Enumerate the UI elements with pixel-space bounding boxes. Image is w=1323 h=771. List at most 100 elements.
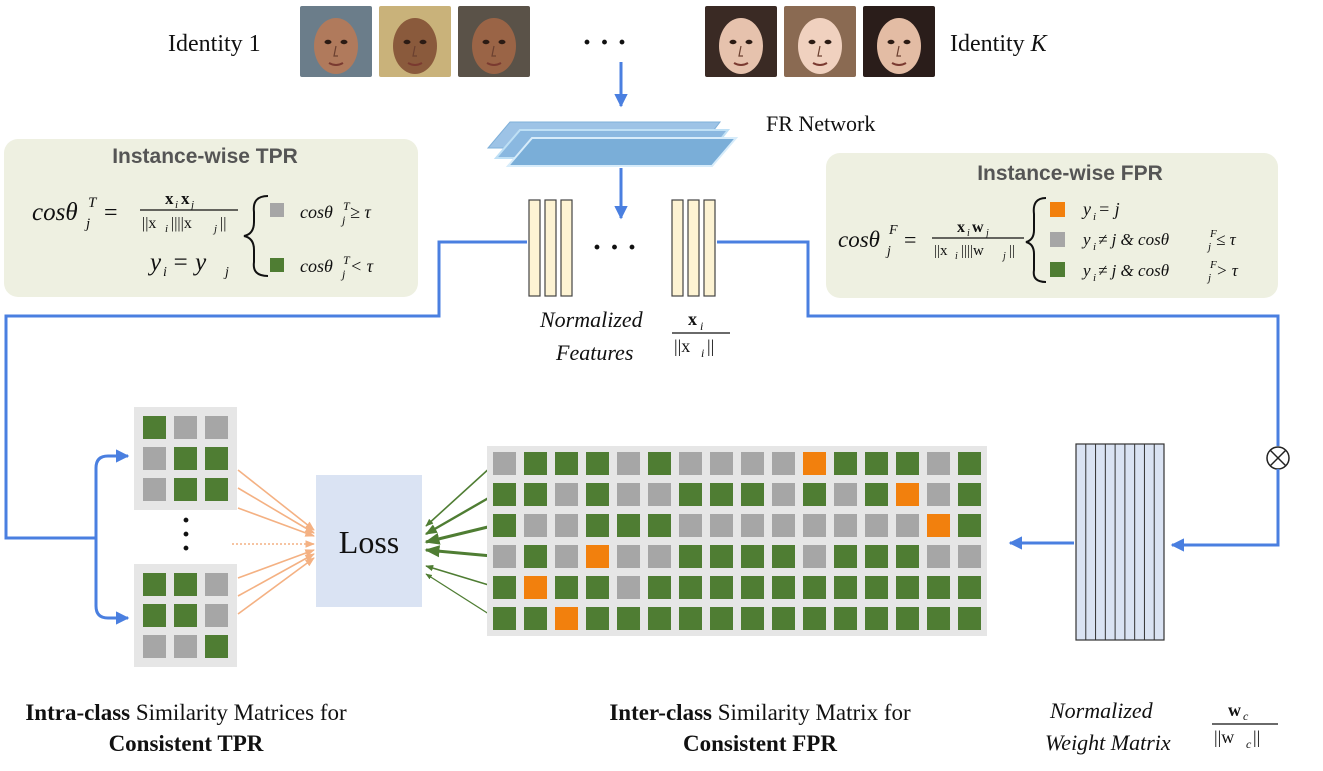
svg-text:j: j xyxy=(1206,241,1211,253)
matrix-cell xyxy=(174,478,197,501)
tpr-panel-title: Instance-wise TPR xyxy=(112,145,298,168)
matrix-cell xyxy=(555,452,578,475)
matrix-cell xyxy=(710,545,733,568)
matrix-cell xyxy=(617,576,640,599)
svg-text:≥ τ: ≥ τ xyxy=(350,202,371,222)
matrix-cell xyxy=(834,576,857,599)
fpr-panel-title: Instance-wise FPR xyxy=(977,162,1163,185)
face-ka xyxy=(705,6,777,77)
matrix-cell xyxy=(772,545,795,568)
features-label-line2: Features xyxy=(555,340,633,365)
svg-text:T: T xyxy=(343,253,351,267)
matrix-cell xyxy=(865,483,888,506)
matrix-cell xyxy=(710,607,733,630)
feature-bar xyxy=(544,199,557,297)
weight-matrix-frame xyxy=(1075,443,1165,641)
matrix-cell xyxy=(865,452,888,475)
intra-caption: Intra-class Similarity Matrices for Cons… xyxy=(25,700,347,756)
svg-text:=: = xyxy=(904,227,916,252)
weight-matrix xyxy=(1075,443,1165,641)
features-to-intra-line xyxy=(4,240,527,540)
svg-text:||||x: ||||x xyxy=(171,215,192,232)
fpr-panel xyxy=(826,153,1278,298)
matrix-cell xyxy=(958,576,981,599)
matrix-cell xyxy=(865,607,888,630)
matrix-cell xyxy=(710,576,733,599)
matrix-cell xyxy=(143,604,166,627)
matrix-cell xyxy=(834,514,857,537)
matrix-cell xyxy=(617,483,640,506)
matrix-cell xyxy=(772,576,795,599)
features-ellipsis: · · · xyxy=(592,231,637,264)
matrix-cell xyxy=(772,607,795,630)
matrix-cell xyxy=(617,545,640,568)
svg-text:x: x xyxy=(688,309,697,329)
identity-k-label: Identity K xyxy=(950,31,1049,57)
matrix-cell xyxy=(958,452,981,475)
matrix-cell xyxy=(679,576,702,599)
matrix-cell xyxy=(927,514,950,537)
matrix-cell xyxy=(205,478,228,501)
svg-text:w: w xyxy=(1228,700,1241,720)
matrix-cell xyxy=(524,483,547,506)
svg-text:cosθ: cosθ xyxy=(300,202,333,222)
svg-text:w: w xyxy=(972,219,984,236)
face-kc xyxy=(863,6,935,77)
normalized-features xyxy=(528,199,716,297)
intra-dots: · xyxy=(181,504,191,537)
matrix-cell xyxy=(555,607,578,630)
features-to-weight-line xyxy=(717,240,1280,446)
matrix-cell xyxy=(174,604,197,627)
matrix-cell xyxy=(803,452,826,475)
svg-text:F: F xyxy=(1209,259,1217,271)
svg-text:cosθ: cosθ xyxy=(300,256,333,276)
matrix-cell xyxy=(741,607,764,630)
fr-network-label: FR Network xyxy=(766,111,875,136)
identity-ellipsis: · · · xyxy=(582,26,627,59)
matrix-cell xyxy=(834,545,857,568)
matrix-cell xyxy=(174,447,197,470)
matrix-cell xyxy=(958,607,981,630)
matrix-cell xyxy=(865,514,888,537)
feature-bar xyxy=(528,199,541,297)
matrix-cell xyxy=(803,483,826,506)
matrix-cell xyxy=(927,576,950,599)
matrix-cell xyxy=(174,416,197,439)
svg-text:||x: ||x xyxy=(142,215,156,232)
fpr-formula: cosθ F j = x i w j ||x i ||||w j || y i … xyxy=(838,197,1239,284)
matrix-cell xyxy=(493,514,516,537)
matrix-cell xyxy=(648,483,671,506)
matrix-cell xyxy=(834,483,857,506)
matrix-cell xyxy=(648,452,671,475)
matrix-cell xyxy=(205,635,228,658)
matrix-cell xyxy=(493,545,516,568)
tpr-formula: cosθ T j = x i x j ||x i ||||x j || y i … xyxy=(32,189,374,281)
matrix-cell xyxy=(586,452,609,475)
svg-text:≠ j & cosθ: ≠ j & cosθ xyxy=(1098,230,1169,249)
svg-text:j: j xyxy=(984,228,989,239)
matrix-cell xyxy=(958,545,981,568)
svg-text:x: x xyxy=(165,189,174,208)
face-kb xyxy=(784,6,856,77)
matrix-cell xyxy=(524,607,547,630)
svg-text:=: = xyxy=(104,200,118,226)
svg-text:j: j xyxy=(1206,272,1211,284)
svg-text:y: y xyxy=(1081,199,1091,219)
matrix-cell xyxy=(143,635,166,658)
loss-label: Loss xyxy=(339,524,399,560)
loss-box xyxy=(316,475,422,607)
matrix-cell xyxy=(617,607,640,630)
matrix-cell xyxy=(493,576,516,599)
svg-text:< τ: < τ xyxy=(350,256,374,276)
svg-text:j: j xyxy=(189,199,194,211)
matrix-cell xyxy=(741,576,764,599)
svg-text:j: j xyxy=(223,265,229,280)
matrix-cell xyxy=(648,514,671,537)
svg-text:i: i xyxy=(163,265,167,280)
matrix-cell xyxy=(524,576,547,599)
matrix-cell xyxy=(205,573,228,596)
matrix-cell xyxy=(927,545,950,568)
matrix-cell xyxy=(958,514,981,537)
matrix-cell xyxy=(710,483,733,506)
matrix-cell xyxy=(803,576,826,599)
